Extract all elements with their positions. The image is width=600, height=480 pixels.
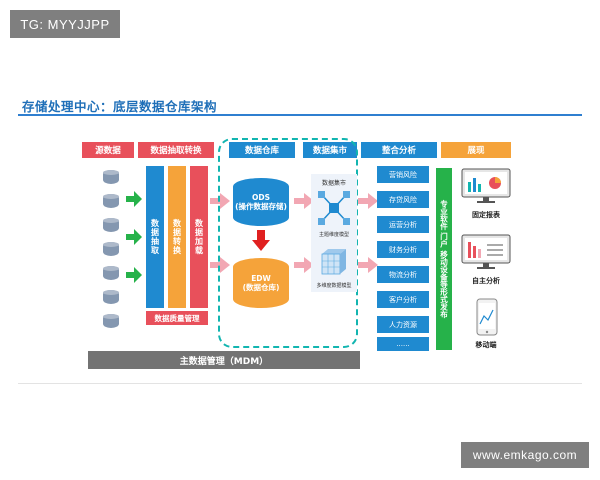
analysis-item: 物流分析 — [377, 266, 429, 283]
mart-label: 数据集市 — [321, 180, 346, 187]
etl-load: 数据加载 — [190, 166, 208, 308]
header-source: 源数据 — [82, 142, 134, 158]
database-icon — [103, 242, 119, 256]
arrow-right-icon — [358, 257, 378, 273]
database-icon — [103, 314, 119, 328]
display-mobile: 移动端 — [475, 341, 497, 349]
analysis-item: 客户分析 — [377, 291, 429, 308]
source-arrows — [126, 191, 142, 283]
header-mart: 数据集市 — [303, 142, 357, 158]
ods-desc: (操作数据存储) — [235, 202, 287, 211]
etl-transform: 数据转换 — [168, 166, 186, 308]
mdm-bar: 主数据管理（MDM） — [88, 351, 360, 369]
display-fixed-report: 固定报表 — [472, 211, 500, 219]
header-analysis: 整合分析 — [361, 142, 437, 158]
cube-grid-icon — [321, 249, 346, 275]
database-icon — [103, 170, 119, 184]
page-title: 存储处理中心：底层数据仓库架构 — [22, 99, 218, 114]
arrow-right-icon — [294, 193, 314, 209]
monitor-icon — [461, 168, 511, 203]
warehouse-arrows — [294, 193, 314, 273]
edw-cylinder: EDW (数据仓库) — [233, 258, 289, 308]
analysis-item: ...... — [377, 337, 429, 351]
analysis-item: 营销风险 — [377, 166, 429, 183]
arrow-right-icon — [210, 193, 230, 209]
arrow-right-icon — [358, 193, 378, 209]
arrow-right-icon — [210, 257, 230, 273]
database-icon — [103, 290, 119, 304]
ods-name: ODS — [251, 193, 270, 202]
analysis-item: 存贷风险 — [377, 191, 429, 208]
analysis-item: 人力资源 — [377, 316, 429, 333]
data-quality-bar: 数据质量管理 — [146, 311, 208, 325]
analysis-item: 运营分析 — [377, 216, 429, 233]
arrow-right-icon — [294, 257, 314, 273]
arrow-right-icon — [126, 191, 142, 207]
display-self-analysis: 自主分析 — [472, 277, 500, 285]
arrow-right-icon — [126, 229, 142, 245]
mart-model2: 多维度数据模型 — [316, 283, 352, 289]
watermark-bottom: www.emkago.com — [461, 442, 589, 468]
etl-arrows — [210, 193, 230, 273]
database-icon — [103, 266, 119, 280]
watermark-top: TG: MYYJJPP — [10, 10, 120, 38]
edw-desc: (数据仓库) — [242, 283, 280, 292]
title-underline — [18, 114, 582, 116]
etl-extract: 数据抽取 — [146, 166, 164, 308]
monitor-icon — [461, 234, 511, 269]
header-warehouse: 数据仓库 — [229, 142, 295, 158]
database-icon — [103, 194, 119, 208]
ods-cylinder: ODS (操作数据存储) — [233, 178, 289, 226]
arrow-down-icon — [252, 230, 270, 251]
header-display: 展现 — [441, 142, 511, 158]
warehouse-dashed-region — [218, 138, 358, 348]
mobile-phone-icon — [476, 298, 498, 336]
analysis-item: 财务分析 — [377, 241, 429, 258]
header-etl: 数据抽取转换 — [138, 142, 214, 158]
mart-arrows — [358, 193, 378, 273]
arrow-right-icon — [126, 267, 142, 283]
divider — [18, 383, 582, 384]
database-icon — [103, 218, 119, 232]
portal-bar: 专业软件 门户 移动设备等形式发布 — [436, 168, 452, 350]
mart-model1: 主题维度模型 — [318, 232, 349, 238]
edw-name: EDW — [251, 274, 271, 283]
network-icon — [318, 191, 350, 225]
